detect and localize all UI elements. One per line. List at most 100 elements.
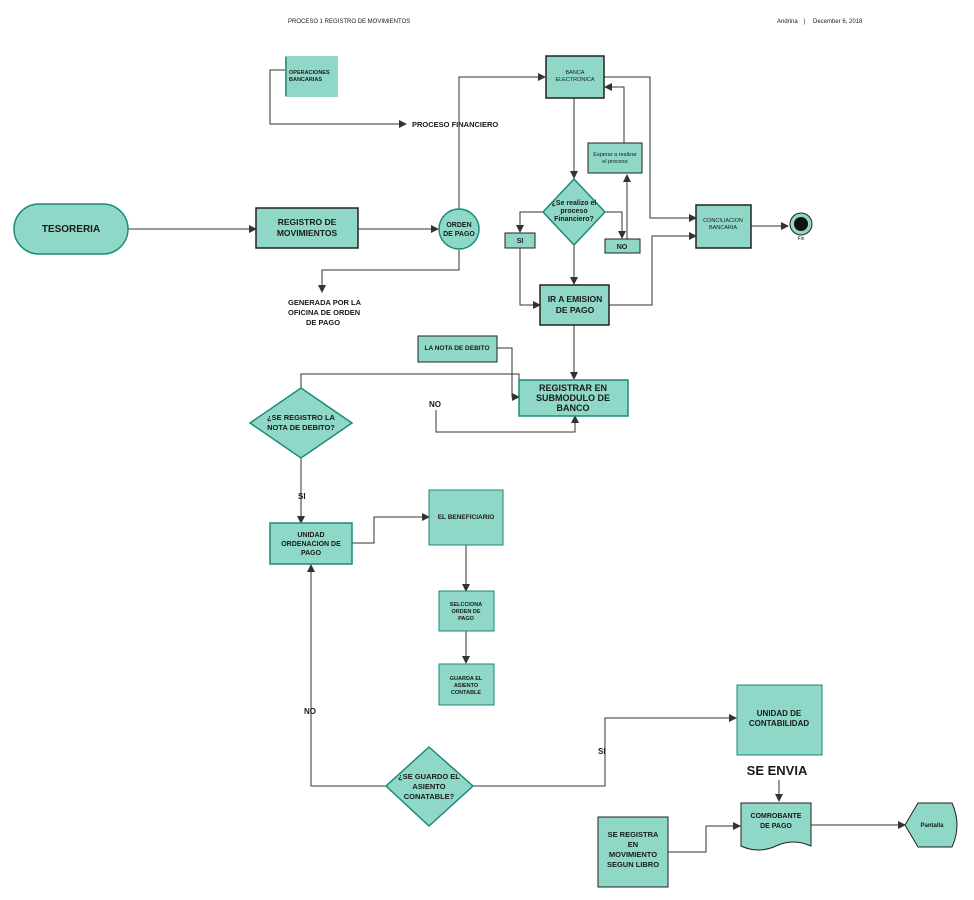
no2-label: NO <box>429 400 441 409</box>
edge-registra-comprobante <box>668 822 741 853</box>
guarda-label-3: CONTABLE <box>451 690 481 696</box>
si1-label: SI <box>517 238 524 245</box>
se-registra-label-2: EN <box>628 840 638 849</box>
comprobante-label-1: COMROBANTE <box>751 813 802 820</box>
node-selcciona-orden[interactable]: SELCCIONA ORDEN DE PAGO <box>438 590 495 632</box>
header-author: Andrina <box>777 19 798 25</box>
edge-operaciones-proceso <box>269 69 407 128</box>
node-registrar-submodulo[interactable]: REGISTRAR EN SUBMODULO DE BANCO <box>518 379 629 417</box>
edge-emision-conciliacion <box>609 232 697 306</box>
generada-label-2: OFICINA DE ORDEN <box>288 308 360 317</box>
registrar-label-3: BANCO <box>557 403 590 413</box>
unidad-ordenacion-label-2: ORDENACION DE <box>281 541 341 548</box>
edge-guardo-si-contabilidad <box>473 714 737 787</box>
header-date: December 6, 2018 <box>813 19 863 25</box>
registro-label-1: REGISTRO DE <box>278 217 337 227</box>
contabilidad-label-2: CONTABILIDAD <box>749 719 810 728</box>
decision-se-realizo-proceso[interactable]: ¿Se realizo el proceso Financiero? <box>541 177 607 247</box>
se-registra-label-4: SEGUN LIBRO <box>607 860 659 869</box>
proceso-financiero-label: PROCESO FINANCIERO <box>412 120 498 129</box>
edge-guardo-no-unidad <box>307 564 386 787</box>
node-pantalla[interactable]: Pantalla <box>904 802 958 848</box>
pantalla-label: Pantalla <box>920 823 944 829</box>
se-realizo-label-3: Financiero? <box>554 216 594 223</box>
node-conciliacion-bancaria[interactable]: CONCILIACION BANCARIA <box>695 204 752 249</box>
unidad-ordenacion-label-1: UNIDAD <box>297 532 324 539</box>
header-title: PROCESO 1 REGISTRO DE MOVIMIENTOS <box>288 19 410 25</box>
selcciona-label-3: PAGO <box>458 616 475 622</box>
edge-orden-generada <box>318 250 460 293</box>
fin-label: Fin <box>798 236 805 242</box>
unidad-ordenacion-label-3: PAGO <box>301 550 322 557</box>
se-registra-label-3: MOVIMIENTO <box>609 850 657 859</box>
si3-label: SI <box>598 747 606 756</box>
banca-label-2: ELECTRONICA <box>555 77 594 83</box>
guarda-label-1: GUARDA EL <box>450 676 483 682</box>
edge-si-emision <box>519 248 541 309</box>
edge-nota-registrar <box>497 347 520 401</box>
se-realizo-label-2: proceso <box>560 208 587 215</box>
esperar-label-2: el proceso <box>602 159 627 165</box>
header-separator: | <box>804 19 806 25</box>
se-guardo-label-3: CONATABLE? <box>404 792 455 801</box>
node-registro-movimientos[interactable]: REGISTRO DE MOVIMIENTOS <box>255 207 359 249</box>
node-esperar-proceso[interactable]: Esperar a realizar el proceso <box>587 142 643 174</box>
se-guardo-label-2: ASIENTO <box>412 782 445 791</box>
emision-label-2: DE PAGO <box>556 305 595 315</box>
selcciona-label-2: ORDEN DE <box>451 609 480 615</box>
se-realizo-label-1: ¿Se realizo el <box>552 200 597 207</box>
node-se-registra-movimiento[interactable]: SE REGISTRA EN MOVIMIENTO SEGUN LIBRO <box>597 816 669 888</box>
node-si-1[interactable]: SI <box>504 232 536 249</box>
node-ir-a-emision[interactable]: IR A EMISION DE PAGO <box>539 284 610 326</box>
node-orden-de-pago[interactable]: ORDEN DE PAGO <box>438 208 480 250</box>
orden-label-1: ORDEN <box>446 222 471 229</box>
edge-orden-banca <box>458 73 546 210</box>
decision-se-registro-nota[interactable]: ¿SE REGISTRO LA NOTA DE DEBITO? <box>248 387 354 459</box>
edge-banca-conciliacion <box>603 76 697 222</box>
comprobante-label-2: DE PAGO <box>760 823 792 830</box>
conciliacion-label-2: BANCARIA <box>709 225 737 231</box>
connectors <box>128 69 906 853</box>
tesoreria-label: TESORERIA <box>42 224 100 235</box>
conciliacion-label-1: CONCILIACION <box>703 218 743 224</box>
se-guardo-label-1: ¿SE GUARDO EL <box>398 772 460 781</box>
node-unidad-ordenacion[interactable]: UNIDAD ORDENACION DE PAGO <box>269 522 353 565</box>
orden-label-2: DE PAGO <box>443 231 475 238</box>
banca-label-1: BANCA <box>566 70 585 76</box>
registrar-label-1: REGISTRAR EN <box>539 383 607 393</box>
node-guarda-asiento[interactable]: GUARDA EL ASIENTO CONTABLE <box>438 663 495 706</box>
edge-unidad-beneficiario <box>352 513 430 544</box>
end-node-fin[interactable]: Fin <box>789 212 813 242</box>
edge-registro-no-loop <box>300 373 520 388</box>
edge-diamond-no <box>605 211 626 239</box>
edge-no-registrar <box>435 410 579 433</box>
registro-label-2: MOVIMIENTOS <box>277 228 338 238</box>
se-registro-label-1: ¿SE REGISTRO LA <box>267 413 336 422</box>
node-operaciones-bancarias[interactable]: OPERACIONES BANCARIAS <box>285 56 338 97</box>
no3-label: NO <box>304 707 316 716</box>
emision-label-1: IR A EMISION <box>548 294 603 304</box>
node-unidad-contabilidad[interactable]: UNIDAD DE CONTABILIDAD <box>736 684 823 756</box>
node-no-1[interactable]: NO <box>604 238 641 254</box>
registrar-label-2: SUBMODULO DE <box>536 393 610 403</box>
generada-label-3: DE PAGO <box>306 318 340 327</box>
nota-debito-label: LA NOTA DE DEBITO <box>425 345 490 352</box>
node-tesoreria[interactable]: TESORERIA <box>13 203 129 255</box>
node-beneficiario[interactable]: EL BENEFICIARIO <box>428 489 504 546</box>
se-envia-label: SE ENVIA <box>747 763 808 778</box>
contabilidad-label-1: UNIDAD DE <box>757 709 802 718</box>
node-nota-debito[interactable]: LA NOTA DE DEBITO <box>417 335 498 363</box>
node-banca-electronica[interactable]: BANCA ELECTRONICA <box>545 55 605 99</box>
se-registro-label-2: NOTA DE DEBITO? <box>267 423 335 432</box>
generada-label-1: GENERADA POR LA <box>288 298 362 307</box>
operaciones-label-2: BANCARIAS <box>289 77 322 83</box>
guarda-label-2: ASIENTO <box>454 683 479 689</box>
operaciones-label-1: OPERACIONES <box>289 70 330 76</box>
edge-esperar-banca <box>604 83 625 143</box>
decision-se-guardo-asiento[interactable]: ¿SE GUARDO EL ASIENTO CONATABLE? <box>384 745 475 828</box>
beneficiario-label: EL BENEFICIARIO <box>438 514 495 521</box>
node-comprobante-pago[interactable]: COMROBANTE DE PAGO <box>740 802 812 851</box>
no1-label: NO <box>617 244 628 251</box>
se-registra-label-1: SE REGISTRA <box>608 830 659 839</box>
